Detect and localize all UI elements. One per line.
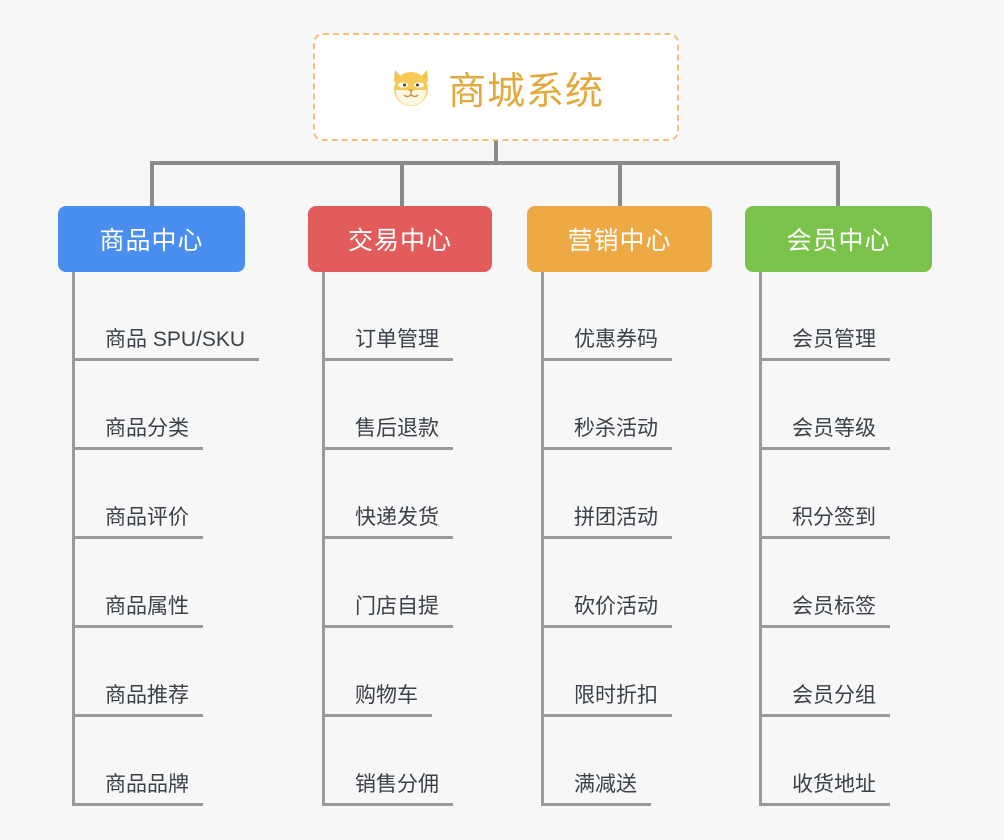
drop-connector-1	[150, 161, 154, 207]
category-header-0[interactable]: 商品中心	[58, 206, 245, 272]
list-item[interactable]: 秒杀活动	[544, 361, 672, 450]
list-item[interactable]: 收货地址	[762, 717, 890, 806]
leaf-label: 优惠券码	[544, 328, 672, 361]
category-header-3[interactable]: 会员中心	[745, 206, 932, 272]
list-item[interactable]: 商品 SPU/SKU	[75, 272, 260, 361]
list-item[interactable]: 商品属性	[75, 539, 203, 628]
list-item[interactable]: 商品分类	[75, 361, 203, 450]
leaf-label: 商品属性	[75, 595, 203, 628]
list-item[interactable]: 销售分佣	[325, 717, 453, 806]
leaf-label: 会员管理	[762, 328, 890, 361]
root-node[interactable]: 商城系统	[313, 33, 679, 141]
list-item[interactable]: 拼团活动	[544, 450, 672, 539]
list-item[interactable]: 优惠券码	[544, 272, 672, 361]
leaf-label: 购物车	[325, 684, 432, 717]
leaf-label: 快递发货	[325, 506, 453, 539]
leaf-label: 商品评价	[75, 506, 203, 539]
category-title: 会员中心	[786, 227, 891, 255]
list-item[interactable]: 会员管理	[762, 272, 890, 361]
horizontal-bus-connector	[150, 161, 840, 165]
leaf-label: 商品 SPU/SKU	[75, 328, 260, 361]
drop-connector-3	[618, 161, 622, 207]
column-spine	[541, 272, 544, 806]
leaf-label: 会员分组	[762, 684, 890, 717]
leaf-label: 会员等级	[762, 417, 890, 450]
list-item[interactable]: 快递发货	[325, 450, 453, 539]
list-item[interactable]: 门店自提	[325, 539, 453, 628]
leaf-label: 售后退款	[325, 417, 453, 450]
leaf-label: 门店自提	[325, 595, 453, 628]
leaf-label: 会员标签	[762, 595, 890, 628]
category-title: 商品中心	[99, 227, 204, 255]
list-item[interactable]: 积分签到	[762, 450, 890, 539]
leaf-label: 满减送	[544, 773, 651, 806]
list-item[interactable]: 砍价活动	[544, 539, 672, 628]
list-item[interactable]: 购物车	[325, 628, 432, 717]
category-title: 交易中心	[347, 227, 452, 255]
leaf-label: 秒杀活动	[544, 417, 672, 450]
root-title: 商城系统	[447, 70, 604, 113]
leaf-label: 积分签到	[762, 506, 890, 539]
list-item[interactable]: 商品品牌	[75, 717, 203, 806]
list-item[interactable]: 订单管理	[325, 272, 453, 361]
list-item[interactable]: 满减送	[544, 717, 651, 806]
list-item[interactable]: 会员分组	[762, 628, 890, 717]
list-item[interactable]: 限时折扣	[544, 628, 672, 717]
leaf-label: 订单管理	[325, 328, 453, 361]
list-item[interactable]: 商品评价	[75, 450, 203, 539]
category-header-2[interactable]: 营销中心	[527, 206, 712, 272]
column-spine	[322, 272, 325, 806]
leaf-label: 限时折扣	[544, 684, 672, 717]
column-spine	[759, 272, 762, 806]
leaf-label: 销售分佣	[325, 773, 453, 806]
leaf-label: 商品品牌	[75, 773, 203, 806]
list-item[interactable]: 会员等级	[762, 361, 890, 450]
column-spine	[72, 272, 75, 806]
drop-connector-2	[400, 161, 404, 207]
drop-connector-4	[836, 161, 840, 207]
shiba-inu-icon	[388, 64, 434, 110]
leaf-label: 砍价活动	[544, 595, 672, 628]
list-item[interactable]: 售后退款	[325, 361, 453, 450]
leaf-label: 拼团活动	[544, 506, 672, 539]
leaf-label: 商品推荐	[75, 684, 203, 717]
leaf-label: 商品分类	[75, 417, 203, 450]
leaf-label: 收货地址	[762, 773, 890, 806]
list-item[interactable]: 商品推荐	[75, 628, 203, 717]
list-item[interactable]: 会员标签	[762, 539, 890, 628]
category-title: 营销中心	[567, 227, 672, 255]
category-header-1[interactable]: 交易中心	[308, 206, 492, 272]
root-stem-connector	[494, 141, 498, 163]
